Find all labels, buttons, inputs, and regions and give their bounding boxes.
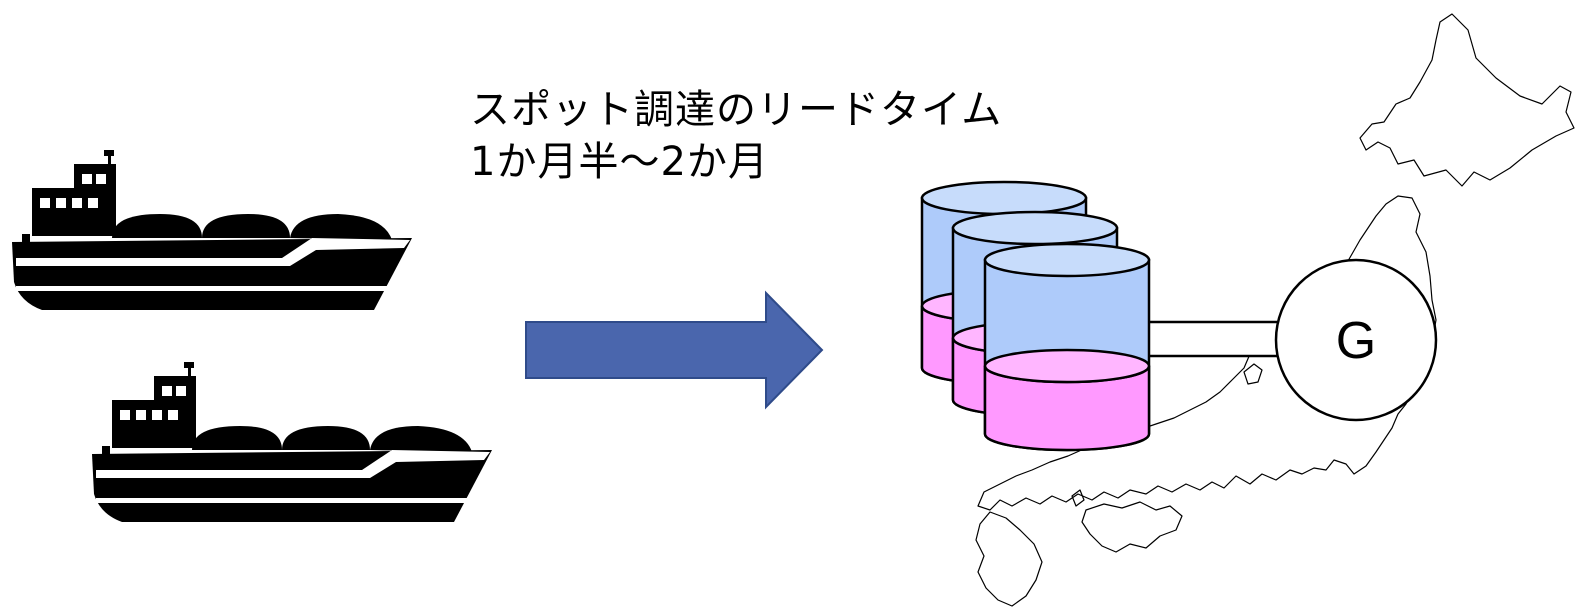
right-arrow-icon <box>525 290 824 410</box>
awaji-island-outline <box>1071 489 1085 507</box>
sado-island-outline <box>1243 363 1263 385</box>
generator-circle-icon <box>1274 258 1438 422</box>
hokkaido-outline <box>1359 13 1575 187</box>
lead-time-caption: スポット調達のリードタイム 1か月半～2か月 <box>470 84 1002 188</box>
storage-tank-icon <box>983 242 1151 452</box>
caption-line-2: 1か月半～2か月 <box>470 139 769 185</box>
kyushu-outline <box>975 511 1043 607</box>
lng-tanker-ship-icon <box>12 150 412 310</box>
shikoku-outline <box>1081 501 1183 553</box>
lng-tanker-ship-icon <box>92 362 492 522</box>
pipe-connector <box>1144 320 1280 358</box>
caption-line-1: スポット調達のリードタイム <box>470 87 1003 133</box>
generator-label: G <box>1336 312 1376 370</box>
